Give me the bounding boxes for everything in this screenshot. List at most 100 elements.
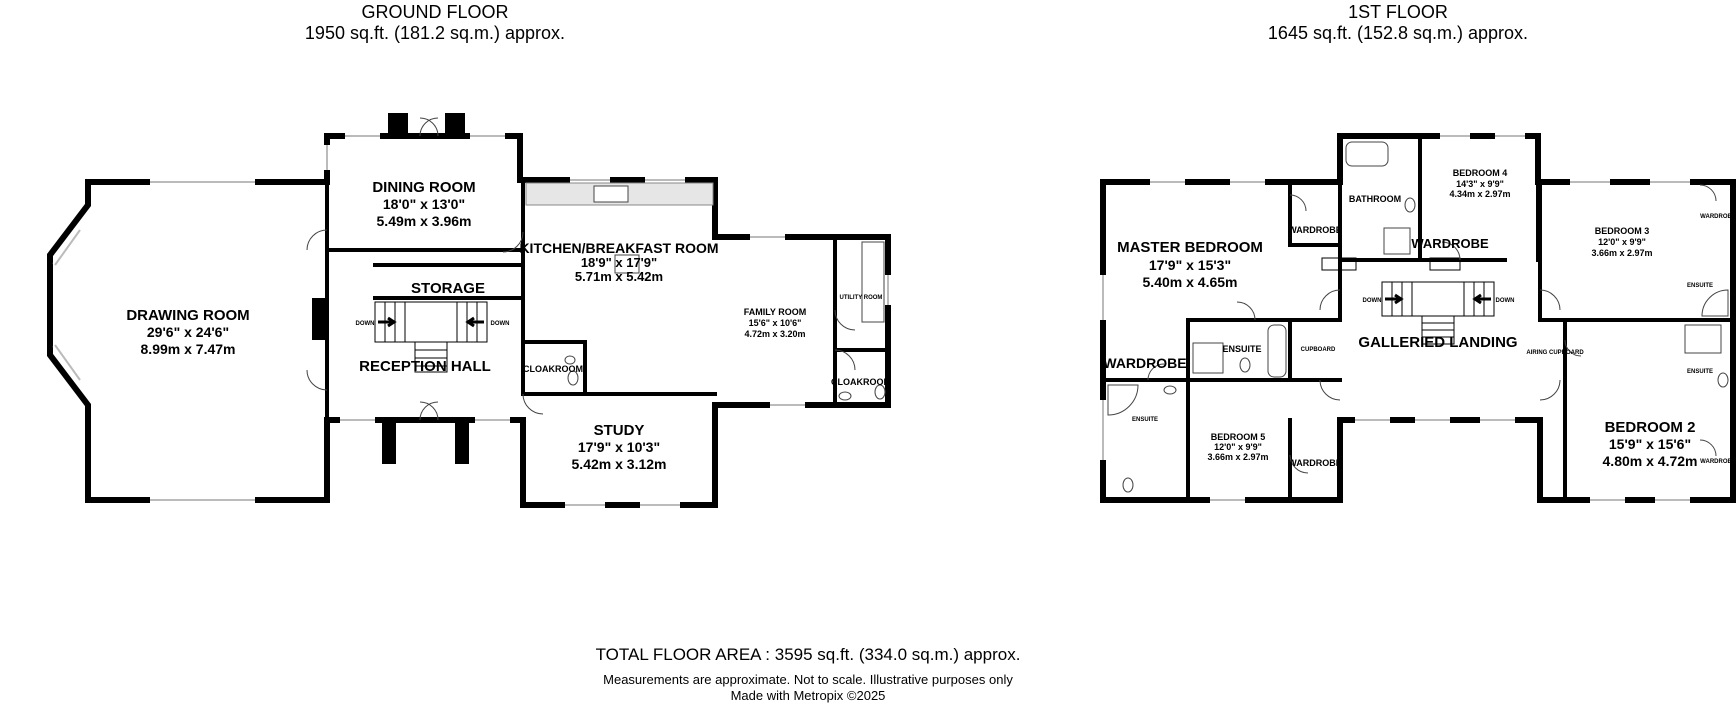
family-room-label: FAMILY ROOM xyxy=(744,307,807,317)
disclaimer: Measurements are approximate. Not to sca… xyxy=(603,672,1013,687)
wardrobe-left-label: WARDROBE xyxy=(1103,355,1186,371)
utility-room-label: UTILITY ROOM xyxy=(840,295,883,301)
study-imperial: 17'9" x 10'3" xyxy=(578,439,660,455)
chimney-breast xyxy=(312,298,326,340)
study-walls xyxy=(324,402,718,508)
cloak2-basin xyxy=(838,391,852,401)
bedroom-3-imperial: 12'0" x 9'9" xyxy=(1598,237,1646,247)
dining-room-walls xyxy=(324,133,718,240)
first-floor-outer-walls xyxy=(1100,133,1736,503)
bedroom-5-metric: 3.66m x 2.97m xyxy=(1207,452,1268,462)
ensuite-left-basin xyxy=(1163,385,1177,395)
study-metric: 5.42m x 3.12m xyxy=(572,456,667,472)
utility-counter xyxy=(861,241,885,323)
family-room-metric: 4.72m x 3.20m xyxy=(744,329,805,339)
ground-doors xyxy=(306,117,856,421)
reception-stairs xyxy=(374,301,488,373)
cloakroom-2-label: CLOAKROOM xyxy=(831,377,891,387)
family-room-imperial: 15'6" x 10'6" xyxy=(749,318,802,328)
cloakroom-basin xyxy=(564,355,576,365)
ensuite-left-shower xyxy=(1107,384,1139,416)
first-floor-area: 1645 sq.ft. (152.8 sq.m.) approx. xyxy=(1267,23,1529,43)
master-bedroom-imperial: 17'9" x 15'3" xyxy=(1149,257,1231,273)
bedroom-4-label: BEDROOM 4 xyxy=(1453,168,1508,178)
first-doors xyxy=(1147,184,1717,474)
pillar-bottom-right xyxy=(455,422,469,464)
dining-room-imperial: 18'0" x 13'0" xyxy=(383,196,465,212)
first-windows xyxy=(1100,133,1690,503)
ensuite-master-label: ENSUITE xyxy=(1222,344,1261,354)
ensuite-b3-label: ENSUITE xyxy=(1687,283,1713,289)
wardrobe-b5-label: WARDROBE xyxy=(1288,458,1342,468)
bathroom-label: BATHROOM xyxy=(1349,194,1401,204)
kitchen-sink xyxy=(593,185,629,203)
dining-room-label: DINING ROOM xyxy=(372,179,475,196)
first-floor-title: 1ST FLOOR xyxy=(1348,2,1448,22)
bathroom-toilet xyxy=(1404,197,1416,213)
ensuite-left-toilet xyxy=(1122,477,1134,493)
airing-cupboard-label: AIRING CUPBOARD xyxy=(1526,350,1584,356)
master-bedroom-metric: 5.40m x 4.65m xyxy=(1143,274,1238,290)
kitchen-metric: 5.71m x 5.42m xyxy=(575,269,663,284)
drawing-room-label: DRAWING ROOM xyxy=(126,307,249,324)
bedroom-2-metric: 4.80m x 4.72m xyxy=(1603,453,1698,469)
ensuite-left-label: ENSUITE xyxy=(1132,417,1158,423)
master-bedroom-label: MASTER BEDROOM xyxy=(1117,239,1263,256)
ensuite-master-shower xyxy=(1192,342,1224,374)
bathroom-shower xyxy=(1383,227,1411,255)
ensuite-master-toilet xyxy=(1239,357,1251,373)
footer: TOTAL FLOOR AREA : 3595 sq.ft. (334.0 sq… xyxy=(0,645,1736,703)
wardrobe-b2-label: WARDROBE xyxy=(1700,459,1736,465)
stairs-down-left-label: DOWN xyxy=(356,321,375,327)
ensuite-b2-label: ENSUITE xyxy=(1687,369,1713,375)
wardrobe-b3-label: WARDROBE xyxy=(1700,214,1736,220)
wardrobe-b4-label: WARDROBE xyxy=(1411,236,1489,251)
ensuite-b2-toilet xyxy=(1717,372,1729,388)
drawing-room-imperial: 29'6" x 24'6" xyxy=(147,324,229,340)
ground-windows xyxy=(52,133,891,508)
first-floor-labels: MASTER BEDROOM 17'9" x 15'3" 5.40m x 4.6… xyxy=(1103,168,1735,469)
bedroom-5-imperial: 12'0" x 9'9" xyxy=(1214,442,1262,452)
wardrobe-master-label: WARDROBE xyxy=(1288,225,1342,235)
pillar-bottom-left xyxy=(382,422,396,464)
ground-floor-title: GROUND FLOOR xyxy=(361,2,509,22)
kitchen-island-hob xyxy=(614,254,640,274)
first-floor-header: 1ST FLOOR 1645 sq.ft. (152.8 sq.m.) appr… xyxy=(1198,2,1598,44)
drawing-room-walls xyxy=(47,179,330,503)
landing-stairs-down-left: DOWN xyxy=(1363,298,1382,304)
dining-room-metric: 5.49m x 3.96m xyxy=(377,213,472,229)
cupboard-label: CUPBOARD xyxy=(1301,347,1336,353)
study-label: STUDY xyxy=(594,422,645,439)
pillar-top-right xyxy=(445,113,465,135)
ensuite-b2-shower xyxy=(1684,324,1722,354)
ensuite-master-bath xyxy=(1267,324,1287,378)
cloak2-toilet xyxy=(874,384,886,400)
kitchen-imperial: 18'9" x 17'9" xyxy=(581,255,657,270)
pillar-top-left xyxy=(388,113,408,135)
kitchen-label: KITCHEN/BREAKFAST ROOM xyxy=(519,240,718,256)
total-floor-area: TOTAL FLOOR AREA : 3595 sq.ft. (334.0 sq… xyxy=(595,645,1021,664)
landing-stairs-down-right: DOWN xyxy=(1496,298,1515,304)
ground-floor-plan xyxy=(47,113,891,508)
bedroom-2-imperial: 15'9" x 15'6" xyxy=(1609,436,1691,452)
ground-floor-labels: DRAWING ROOM 29'6" x 24'6" 8.99m x 7.47m… xyxy=(126,179,891,472)
ensuite-b3-shower xyxy=(1701,289,1729,317)
reception-hall-label: RECEPTION HALL xyxy=(359,358,491,375)
bedroom-4-imperial: 14'3" x 9'9" xyxy=(1456,179,1504,189)
cloakroom-1-label: CLOAKROOM xyxy=(523,364,583,374)
galleried-landing-label: GALLERIED LANDING xyxy=(1358,334,1517,351)
bedroom-2-label: BEDROOM 2 xyxy=(1605,419,1696,436)
drawing-room-metric: 8.99m x 7.47m xyxy=(141,341,236,357)
ground-floor-header: GROUND FLOOR 1950 sq.ft. (181.2 sq.m.) a… xyxy=(235,2,635,44)
bedroom-3-metric: 3.66m x 2.97m xyxy=(1591,248,1652,258)
bath xyxy=(1345,141,1389,167)
storage-label: STORAGE xyxy=(411,280,485,297)
bedroom-5-label: BEDROOM 5 xyxy=(1211,432,1266,442)
first-floor-plan xyxy=(1100,133,1736,503)
bedroom-3-label: BEDROOM 3 xyxy=(1595,226,1650,236)
cloakroom-toilet xyxy=(567,370,579,386)
bedroom-4-metric: 4.34m x 2.97m xyxy=(1449,189,1510,199)
metropix-credit: Made with Metropix ©2025 xyxy=(730,688,886,703)
landing-stairs xyxy=(1321,257,1495,345)
